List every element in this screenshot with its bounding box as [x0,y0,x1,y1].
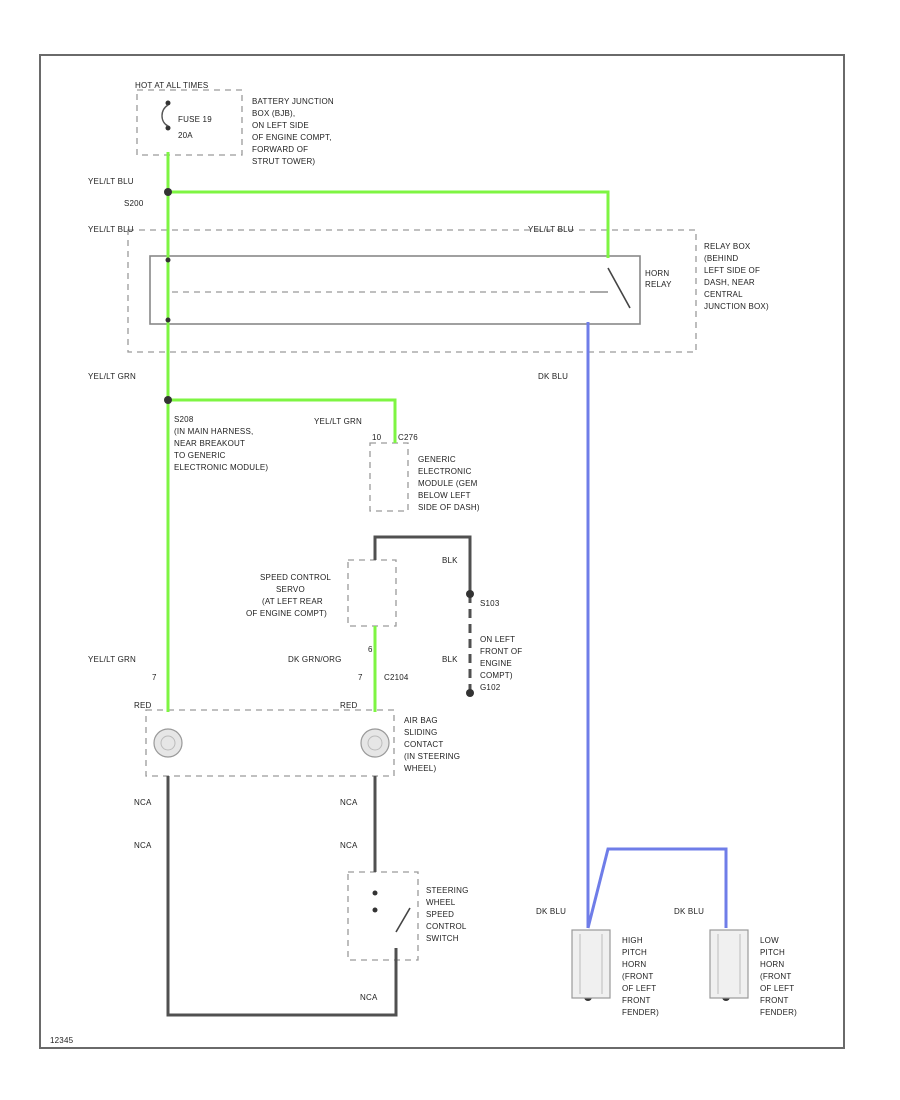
clockspring-right-icon [360,728,390,758]
s208-location-desc: S208 (IN MAIN HARNESS, NEAR BREAKOUT TO … [174,415,268,472]
fuse-header-label: HOT AT ALL TIMES [135,81,208,90]
clockspring-pin-right: 7 [358,673,363,682]
wire-label-blk-1: BLK [442,556,458,565]
clockspring-box-outline [145,709,395,777]
gem-box-outline [369,442,409,512]
wire-label-dk-grn-org: DK GRN/ORG [288,655,342,664]
servo-pin-label: 6 [368,645,373,654]
wire-label-yel-lt-blu: YEL/LT BLU [88,177,134,186]
s103-splice-dot [466,590,474,598]
wire-label-nca-3: NCA [134,841,152,850]
fuse-icon [161,104,169,127]
wire-label-blk-2: BLK [442,655,458,664]
servo-box-outline [347,559,397,627]
wire-label-nca-1: NCA [134,798,152,807]
relay-switch-blade [607,267,631,309]
clockspring-location-desc: AIR BAG SLIDING CONTACT (IN STEERING WHE… [404,716,463,773]
clockspring-pin-left: 7 [152,673,157,682]
fuse-terminal-bottom [165,125,171,131]
ground-location-desc: ON LEFT FRONT OF ENGINE COMPT) G102 [480,635,525,692]
g102-ground-dot [466,689,474,697]
gem-pin-label: 10 [372,433,382,442]
switch-location-desc: STEERING WHEEL SPEED CONTROL SWITCH [426,886,471,943]
wire-label-yel-lt-blu-3: YEL/LT BLU [528,225,574,234]
horn-relay-name: HORN RELAY [645,269,672,289]
servo-location-desc: SPEED CONTROL SERVO (AT LEFT REAR OF ENG… [246,573,333,618]
wire-label-dk-blu-2: DK BLU [536,907,566,916]
switch-terminal-2 [372,907,378,913]
clockspring-left-icon [153,728,183,758]
switch-box-outline [347,871,419,961]
diagram-id-label: 12345 [50,1036,74,1045]
wire-label-nca-4: NCA [340,841,358,850]
gem-connector-label: C276 [398,433,418,442]
horn-wire-branch-to-low-horn [586,847,728,929]
wire-label-yel-lt-grn-1: YEL/LT GRN [88,372,136,381]
high-pitch-horn-icon [571,929,611,999]
steering-switch-blade [395,907,411,933]
fuse-number-label: FUSE 19 [178,115,212,124]
servo-connector-label: C2104 [384,673,409,682]
splice-label-s200: S200 [124,199,144,208]
wire-label-nca-5: NCA [360,993,378,1002]
power-wire-s208-to-gem [168,398,397,443]
wire-label-dk-blu-1: DK BLU [538,372,568,381]
wire-label-yel-lt-grn-2: YEL/LT GRN [314,417,362,426]
s208-splice-dot [164,396,172,404]
diagram-frame [39,54,845,1049]
fuse-terminal-top [165,100,171,106]
splice-label-s103: S103 [480,599,500,608]
wire-label-red-1: RED [134,701,152,710]
wire-label-yel-lt-grn-3: YEL/LT GRN [88,655,136,664]
relay-terminal-bottom [165,317,171,323]
wire-label-nca-2: NCA [340,798,358,807]
relay-box-outline [127,229,697,353]
fuse-location-desc: BATTERY JUNCTION BOX (BJB), ON LEFT SIDE… [252,97,336,166]
wire-clockspring-to-switch-loop [166,776,398,1017]
low-horn-location-desc: LOW PITCH HORN (FRONT OF LEFT FRONT FEND… [760,936,797,1017]
wire-label-dk-blu-3: DK BLU [674,907,704,916]
fuse-box-outline [136,89,243,156]
high-horn-location-desc: HIGH PITCH HORN (FRONT OF LEFT FRONT FEN… [622,936,659,1017]
wire-label-yel-lt-blu-2: YEL/LT BLU [88,225,134,234]
fuse-amp-label: 20A [178,131,193,140]
low-pitch-horn-icon [709,929,749,999]
wire-label-red-2: RED [340,701,358,710]
relay-terminal-top [165,257,171,263]
wire-servo-to-ground [373,535,472,594]
power-wire-s200-to-relay-switch [168,190,610,258]
switch-terminal-1 [372,890,378,896]
horn-relay-body [149,255,641,325]
relay-box-location-desc: RELAY BOX (BEHIND LEFT SIDE OF DASH, NEA… [704,242,769,311]
gem-location-desc: GENERIC ELECTRONIC MODULE (GEM BELOW LEF… [418,455,480,512]
s200-splice-dot [164,188,172,196]
